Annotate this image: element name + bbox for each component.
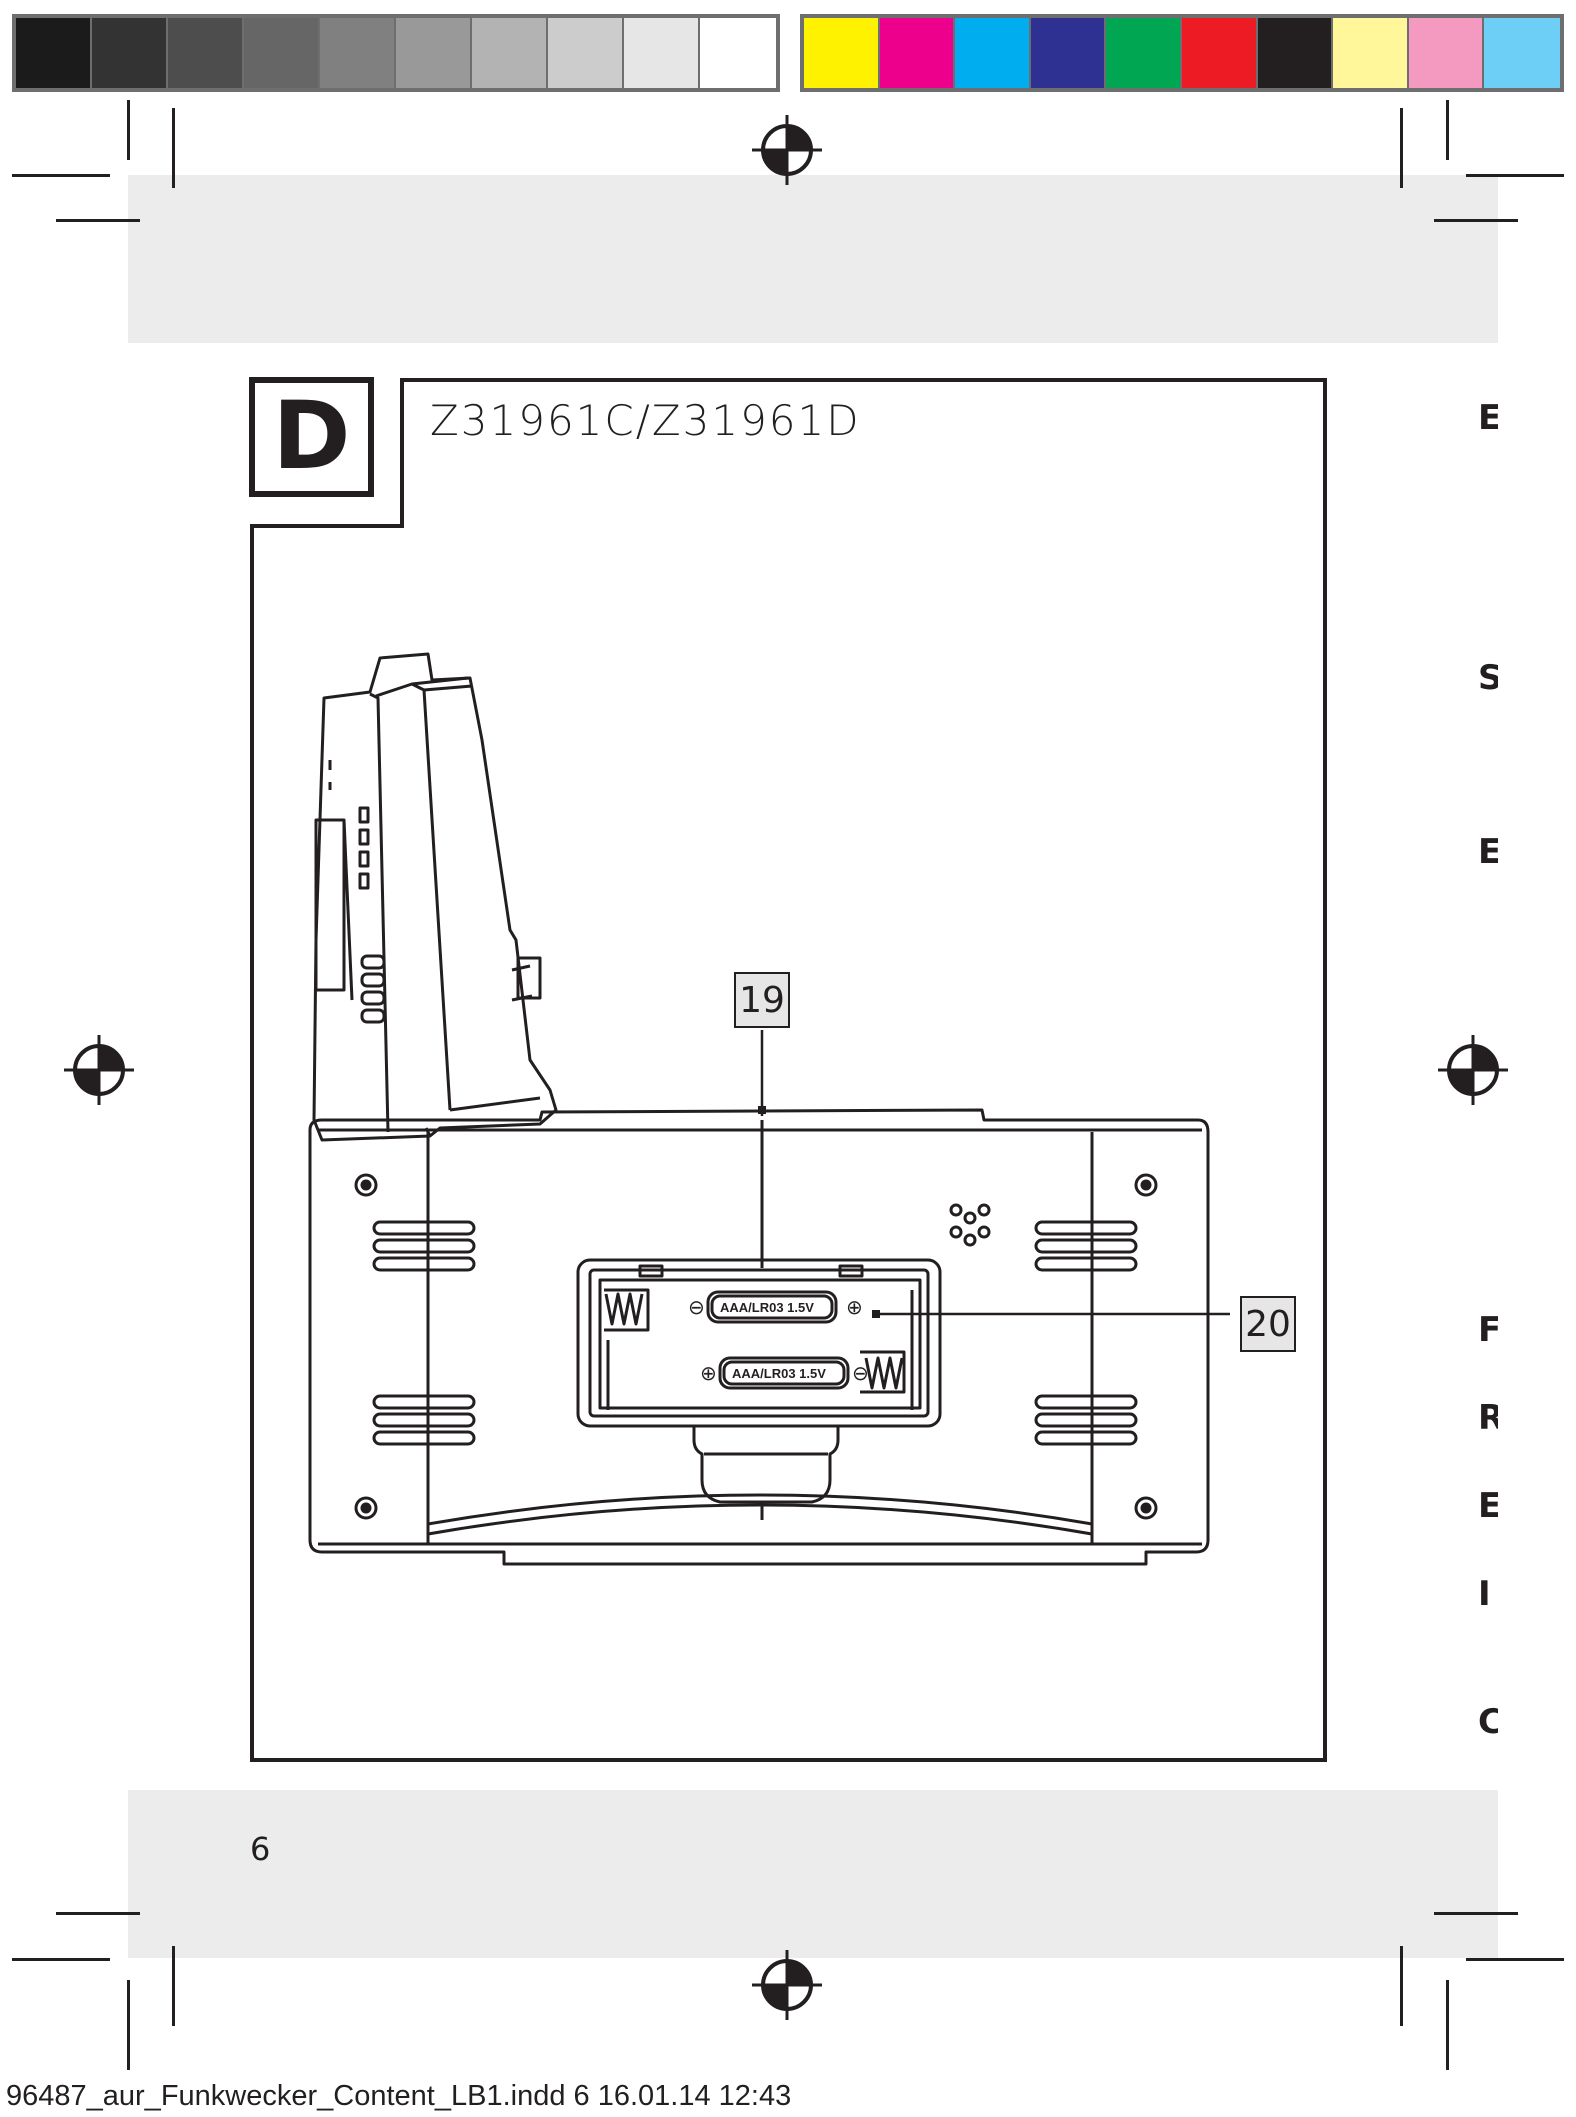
- plus-icon: ⊕: [846, 1295, 863, 1319]
- registration-mark-icon: [64, 1035, 134, 1105]
- color-swatch: [396, 18, 472, 88]
- color-swatch: [804, 18, 880, 88]
- file-slug: 96487_aur_Funkwecker_Content_LB1.indd 6 …: [6, 2080, 792, 2112]
- crop-mark: [56, 219, 140, 222]
- crop-mark: [127, 100, 130, 160]
- registration-mark-icon: [752, 1950, 822, 2020]
- battery-label: AAA/LR03 1.5V: [732, 1366, 826, 1381]
- color-swatch: [1484, 18, 1560, 88]
- figure-label: D: [249, 377, 374, 497]
- crop-mark: [172, 1946, 175, 2026]
- crop-mark: [12, 1958, 110, 1961]
- plus-icon: ⊕: [700, 1361, 717, 1385]
- crop-mark: [1466, 1958, 1564, 1961]
- edge-letter: S: [1478, 658, 1498, 698]
- page-number: 6: [250, 1830, 271, 1868]
- crop-mark: [1434, 1912, 1518, 1915]
- crop-mark: [172, 108, 175, 188]
- color-swatch: [244, 18, 320, 88]
- edge-letter: F: [1478, 1310, 1498, 1350]
- crop-mark: [12, 174, 110, 177]
- registration-mark-icon: [1438, 1035, 1508, 1105]
- crop-mark: [1434, 219, 1518, 222]
- minus-icon: ⊖: [852, 1361, 869, 1385]
- grayscale-bar: [12, 14, 780, 92]
- callout-19: 19: [734, 972, 790, 1028]
- minus-icon: ⊖: [688, 1295, 705, 1319]
- battery-label: AAA/LR03 1.5V: [720, 1300, 814, 1315]
- color-bar: [800, 14, 1564, 92]
- color-swatch: [472, 18, 548, 88]
- color-swatch: [92, 18, 168, 88]
- color-swatch: [1030, 18, 1107, 88]
- crop-mark: [56, 1912, 140, 1915]
- color-swatch: [548, 18, 624, 88]
- color-swatch: [1181, 18, 1258, 88]
- color-swatch: [700, 18, 776, 88]
- clock-illustration: ⊖ ⊕ ⊕ ⊖ AAA/LR03 1.5V AAA/LR03 1.5V: [308, 652, 1230, 1566]
- color-swatch: [624, 18, 700, 88]
- crop-mark: [1446, 100, 1449, 160]
- color-swatch: [1333, 18, 1409, 88]
- color-swatch: [16, 18, 92, 88]
- edge-letter: R: [1478, 1398, 1498, 1438]
- figure-frame: [250, 378, 1327, 1762]
- color-swatch: [1106, 18, 1182, 88]
- edge-letter: E: [1478, 1486, 1498, 1526]
- callout-20: 20: [1240, 1296, 1296, 1352]
- model-number: Z31961C/Z31961D: [430, 396, 861, 445]
- color-swatch: [1257, 18, 1334, 88]
- registration-mark-icon: [752, 115, 822, 185]
- color-swatch: [879, 18, 956, 88]
- color-swatch: [320, 18, 396, 88]
- color-swatch: [1408, 18, 1485, 88]
- crop-mark: [1446, 1980, 1449, 2070]
- top-gray-band: [128, 175, 1498, 343]
- edge-letter: C: [1478, 1702, 1498, 1742]
- crop-mark: [1400, 108, 1403, 188]
- color-swatch: [168, 18, 244, 88]
- edge-letter: E: [1478, 398, 1498, 438]
- color-swatch: [955, 18, 1031, 88]
- edge-letter: I: [1478, 1574, 1491, 1614]
- crop-mark: [1466, 174, 1564, 177]
- crop-mark: [1400, 1946, 1403, 2026]
- crop-mark: [127, 1980, 130, 2070]
- edge-letter: E: [1478, 832, 1498, 872]
- bottom-gray-band: [128, 1790, 1498, 1958]
